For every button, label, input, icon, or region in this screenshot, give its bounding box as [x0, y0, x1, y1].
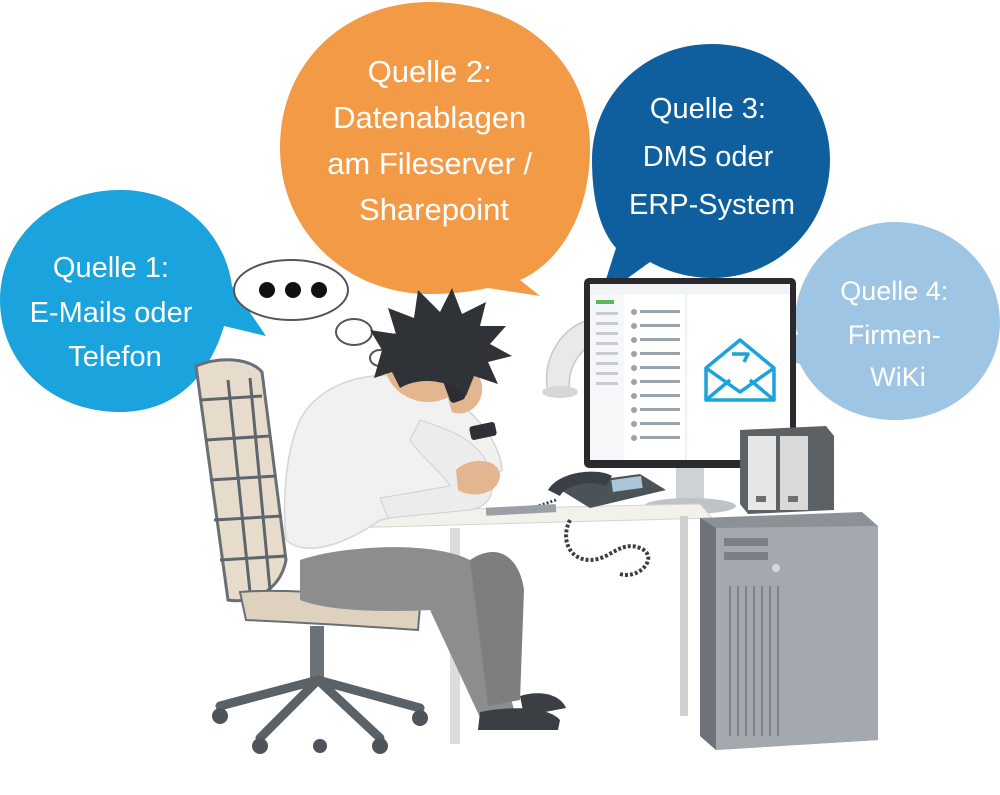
- bubble-quelle-2-line: am Fileserver /: [327, 146, 532, 181]
- bubble-quelle-3-line: Quelle 3:: [650, 93, 766, 125]
- bubble-quelle-1-text: Quelle 1: E-Mails oder Telefon: [30, 252, 201, 373]
- pc-tower: [700, 512, 878, 750]
- bubble-quelle-1: Quelle 1: E-Mails oder Telefon: [0, 190, 266, 412]
- keyboard: [485, 504, 557, 516]
- nas-server: [740, 426, 834, 514]
- bubble-quelle-3-line: ERP-System: [629, 189, 795, 221]
- bubble-quelle-3: Quelle 3: DMS oder ERP-System: [592, 44, 830, 298]
- person: [283, 288, 566, 730]
- bubble-quelle-4-line: Quelle 4:: [840, 276, 948, 306]
- bubble-quelle-2-line: Sharepoint: [359, 192, 509, 227]
- bubble-quelle-3-line: DMS oder: [643, 141, 774, 173]
- bubble-quelle-1-line: Telefon: [68, 341, 162, 373]
- bubble-quelle-4-line: WiKi: [870, 362, 926, 392]
- bubble-quelle-4: Quelle 4: Firmen- WiKi: [768, 222, 1000, 420]
- bubble-quelle-4-shape: [768, 222, 1000, 420]
- bubble-quelle-1-line: Quelle 1:: [53, 252, 169, 284]
- bubble-quelle-1-shape: [0, 190, 266, 412]
- telephone: [519, 471, 666, 577]
- bubble-quelle-2-shape: [280, 2, 590, 296]
- office-chair: [194, 358, 428, 754]
- bubble-quelle-4-line: Firmen-: [848, 320, 941, 350]
- bubble-quelle-2-text: Quelle 2: Datenablagen am Fileserver / S…: [327, 54, 541, 227]
- bubble-quelle-3-text: Quelle 3: DMS oder ERP-System: [629, 93, 795, 221]
- bubble-quelle-4-text: Quelle 4: Firmen- WiKi: [840, 276, 956, 392]
- bubble-quelle-1-line: E-Mails oder: [30, 297, 193, 329]
- bubble-quelle-2: Quelle 2: Datenablagen am Fileserver / S…: [280, 2, 590, 296]
- bubble-quelle-2-line: Datenablagen: [333, 100, 526, 135]
- envelope-icon: [704, 338, 776, 402]
- bubble-quelle-2-line: Quelle 2:: [368, 54, 492, 89]
- computer-monitor: [584, 278, 796, 514]
- bubble-quelle-3-shape: [592, 44, 830, 298]
